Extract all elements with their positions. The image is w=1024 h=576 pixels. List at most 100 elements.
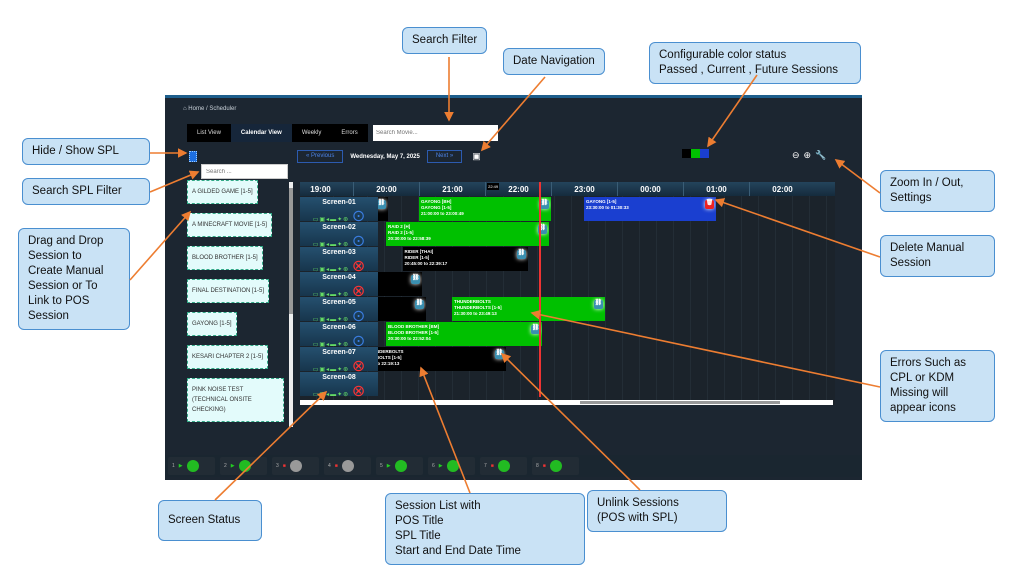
unlink-icon[interactable]: ⛓ (537, 225, 547, 234)
session-line: to 22:19:13 (375, 361, 400, 366)
screen-number: 3 (276, 463, 279, 469)
spl-item[interactable]: FINAL DESTINATION [1-5] (187, 279, 270, 303)
session-block-current[interactable]: RAID 2 [H]RAID 2 [1-5]20:30:00 to 22:58:… (386, 222, 549, 246)
spl-item[interactable]: PINK NOISE TEST (TECHNICAL ONSITE CHECKI… (187, 378, 284, 422)
hour-label: 19:00 (300, 182, 353, 196)
session-block-passed[interactable]: RIDER [THAI]RIDER [1-5]20:45:00 to 22:39… (402, 247, 528, 271)
session-line: 23:30:00 to 01:30:33 (586, 205, 629, 210)
spl-scroll-thumb[interactable] (289, 188, 293, 314)
settings-wrench-icon[interactable]: 🔧 (815, 150, 827, 160)
stop-icon: ■ (542, 463, 546, 469)
callout-delete-manual: Delete Manual Session (880, 235, 995, 277)
spl-item[interactable]: BLOOD BROTHER [1-5] (187, 246, 263, 270)
screen-play-icon[interactable]: ⊙ (351, 333, 366, 350)
callout-unlink: Unlink Sessions (POS with SPL) (587, 490, 727, 532)
session-line: 20:30:00 to 22:52:04 (388, 336, 431, 341)
screen-stop-icon[interactable]: ⊗ (351, 383, 366, 400)
session-line: 20:45:00 to 22:39:17 (404, 261, 448, 266)
future-color-swatch[interactable] (700, 149, 709, 158)
unlink-icon[interactable]: ⛓ (593, 300, 603, 309)
screen-status-item[interactable]: 7■ (480, 457, 527, 475)
spl-item[interactable]: A GILDED GAME [1-5] (187, 180, 258, 204)
breadcrumb-home[interactable]: Home (188, 106, 205, 112)
spl-item[interactable]: A MINECRAFT MOVIE [1-5] (187, 213, 272, 237)
screen-stop-icon[interactable]: ⊗ (351, 258, 366, 275)
current-color-swatch[interactable] (691, 149, 700, 158)
spl-list: A GILDED GAME [1-5] A MINECRAFT MOVIE [1-… (187, 180, 289, 425)
play-icon: ▶ (438, 463, 443, 469)
projector-status-icon (341, 460, 354, 472)
hide-show-spl-button[interactable] (189, 151, 197, 162)
screen-play-icon[interactable]: ⊙ (351, 233, 366, 250)
passed-color-swatch[interactable] (682, 149, 691, 158)
screen-label[interactable]: Screen-06▭▣◂▬✦⊛ ⊙ (300, 322, 378, 350)
screen-device-icons: ▭▣◂▬✦⊛ (312, 367, 352, 373)
arrow-delete (714, 198, 881, 258)
tab-weekly[interactable]: Weekly (291, 124, 332, 142)
view-tabs: List View Calendar View Weekly Errors (187, 124, 368, 142)
screen-stop-icon[interactable]: ⊗ (351, 358, 366, 375)
session-block-current[interactable]: BLOOD BROTHER [BM]BLOOD BROTHER [1-5]20:… (386, 322, 543, 346)
session-block-future[interactable]: GAYONG [1-5]23:30:00 to 01:30:33🗑 (584, 197, 716, 221)
tab-list-view[interactable]: List View (187, 124, 231, 142)
screen-label[interactable]: Screen-07 ▭▣◂▬✦⊛ ⊗ (300, 347, 378, 375)
zoom-out-icon[interactable]: ⊖ (792, 150, 800, 160)
screen-label[interactable]: Screen-08▭▣◂▬✦⊛ ⊗ (300, 372, 378, 400)
unlink-icon[interactable]: ⛓ (415, 300, 424, 309)
spl-search-input[interactable] (201, 164, 288, 179)
tab-calendar-view[interactable]: Calendar View (230, 124, 292, 142)
previous-button[interactable]: « Previous (297, 150, 344, 163)
unlink-icon[interactable]: ⛓ (531, 325, 541, 334)
zoom-in-icon[interactable]: ⊕ (803, 150, 812, 160)
spl-item[interactable]: GAYONG [1-5] (187, 312, 237, 336)
unlink-icon[interactable]: ⛓ (377, 200, 386, 209)
tab-errors[interactable]: Errors (331, 124, 368, 142)
screen-status-item[interactable]: 6▶ (428, 457, 475, 475)
screen-label[interactable]: Screen-03▭▣◂▬✦⊛ ⊗ (300, 247, 378, 275)
screen-label[interactable]: Screen-04▭▣◂▬✦⊛ ⊗ (300, 272, 378, 300)
spl-item[interactable]: KESARI CHAPTER 2 [1-5] (187, 345, 269, 369)
hour-label: 00:00 (617, 182, 683, 196)
timeline-scrollbar[interactable] (300, 400, 833, 405)
unlink-icon[interactable]: ⛓ (411, 275, 421, 284)
session-line: 21:30:00 to 23:49:13 (454, 311, 497, 316)
screen-device-icons: ▭▣◂▬✦⊛ (312, 292, 352, 298)
screen-stop-icon[interactable]: ⊗ (351, 283, 366, 300)
unlink-icon[interactable]: ⛓ (540, 200, 549, 209)
play-icon: ▶ (178, 463, 183, 469)
date-navigation: « Previous Wednesday, May 7, 2025 Next »… (297, 150, 481, 163)
screen-status-item[interactable]: 5▶ (376, 457, 423, 475)
screen-play-icon[interactable]: ⊙ (351, 208, 366, 225)
screen-label[interactable]: Screen-05▭▣◂▬✦⊛ ⊙ (300, 297, 378, 325)
callout-drag-drop: Drag and Drop Session to Create Manual S… (18, 228, 130, 330)
screen-status-item[interactable]: 8■ (532, 457, 579, 475)
screen-status-item[interactable]: 4■ (324, 457, 371, 475)
delete-session-icon[interactable]: 🗑 (705, 200, 714, 209)
screen-label[interactable]: Screen-01▭▣◂▬✦⊛ ⊙ (300, 197, 378, 225)
session-block-current[interactable]: GAYONG [BH]GAYONG [1-5]21:00:00 to 23:00… (419, 197, 551, 221)
calendar-icon[interactable]: ▣ (472, 151, 481, 161)
arrow-session-list (419, 366, 471, 494)
screen-status-item[interactable]: 3■ (272, 457, 319, 475)
screen-name: Screen-02 (322, 224, 356, 231)
hour-label: 02:00 (749, 182, 815, 196)
search-movie-input[interactable] (373, 125, 498, 141)
projector-status-icon (497, 460, 510, 472)
stop-icon: ■ (334, 463, 338, 469)
screen-number: 8 (536, 463, 539, 469)
session-line: BOLTS [1-5] (375, 355, 402, 360)
screen-label[interactable]: Screen-02▭▣◂▬✦⊛ ⊙ (300, 222, 378, 250)
screen-status-item[interactable]: 1▶ (168, 457, 215, 475)
screen-name: Screen-07 (322, 349, 356, 356)
unlink-icon[interactable]: ⛓ (516, 250, 526, 259)
next-button[interactable]: Next » (426, 150, 463, 163)
timeline-scroll-thumb[interactable] (580, 401, 780, 404)
spl-scrollbar[interactable] (289, 182, 293, 427)
unlink-icon[interactable]: ⛓ (494, 350, 504, 359)
hour-label: 21:00 (419, 182, 485, 196)
callout-search-filter: Search Filter (402, 27, 488, 54)
screen-play-icon[interactable]: ⊙ (351, 308, 366, 325)
